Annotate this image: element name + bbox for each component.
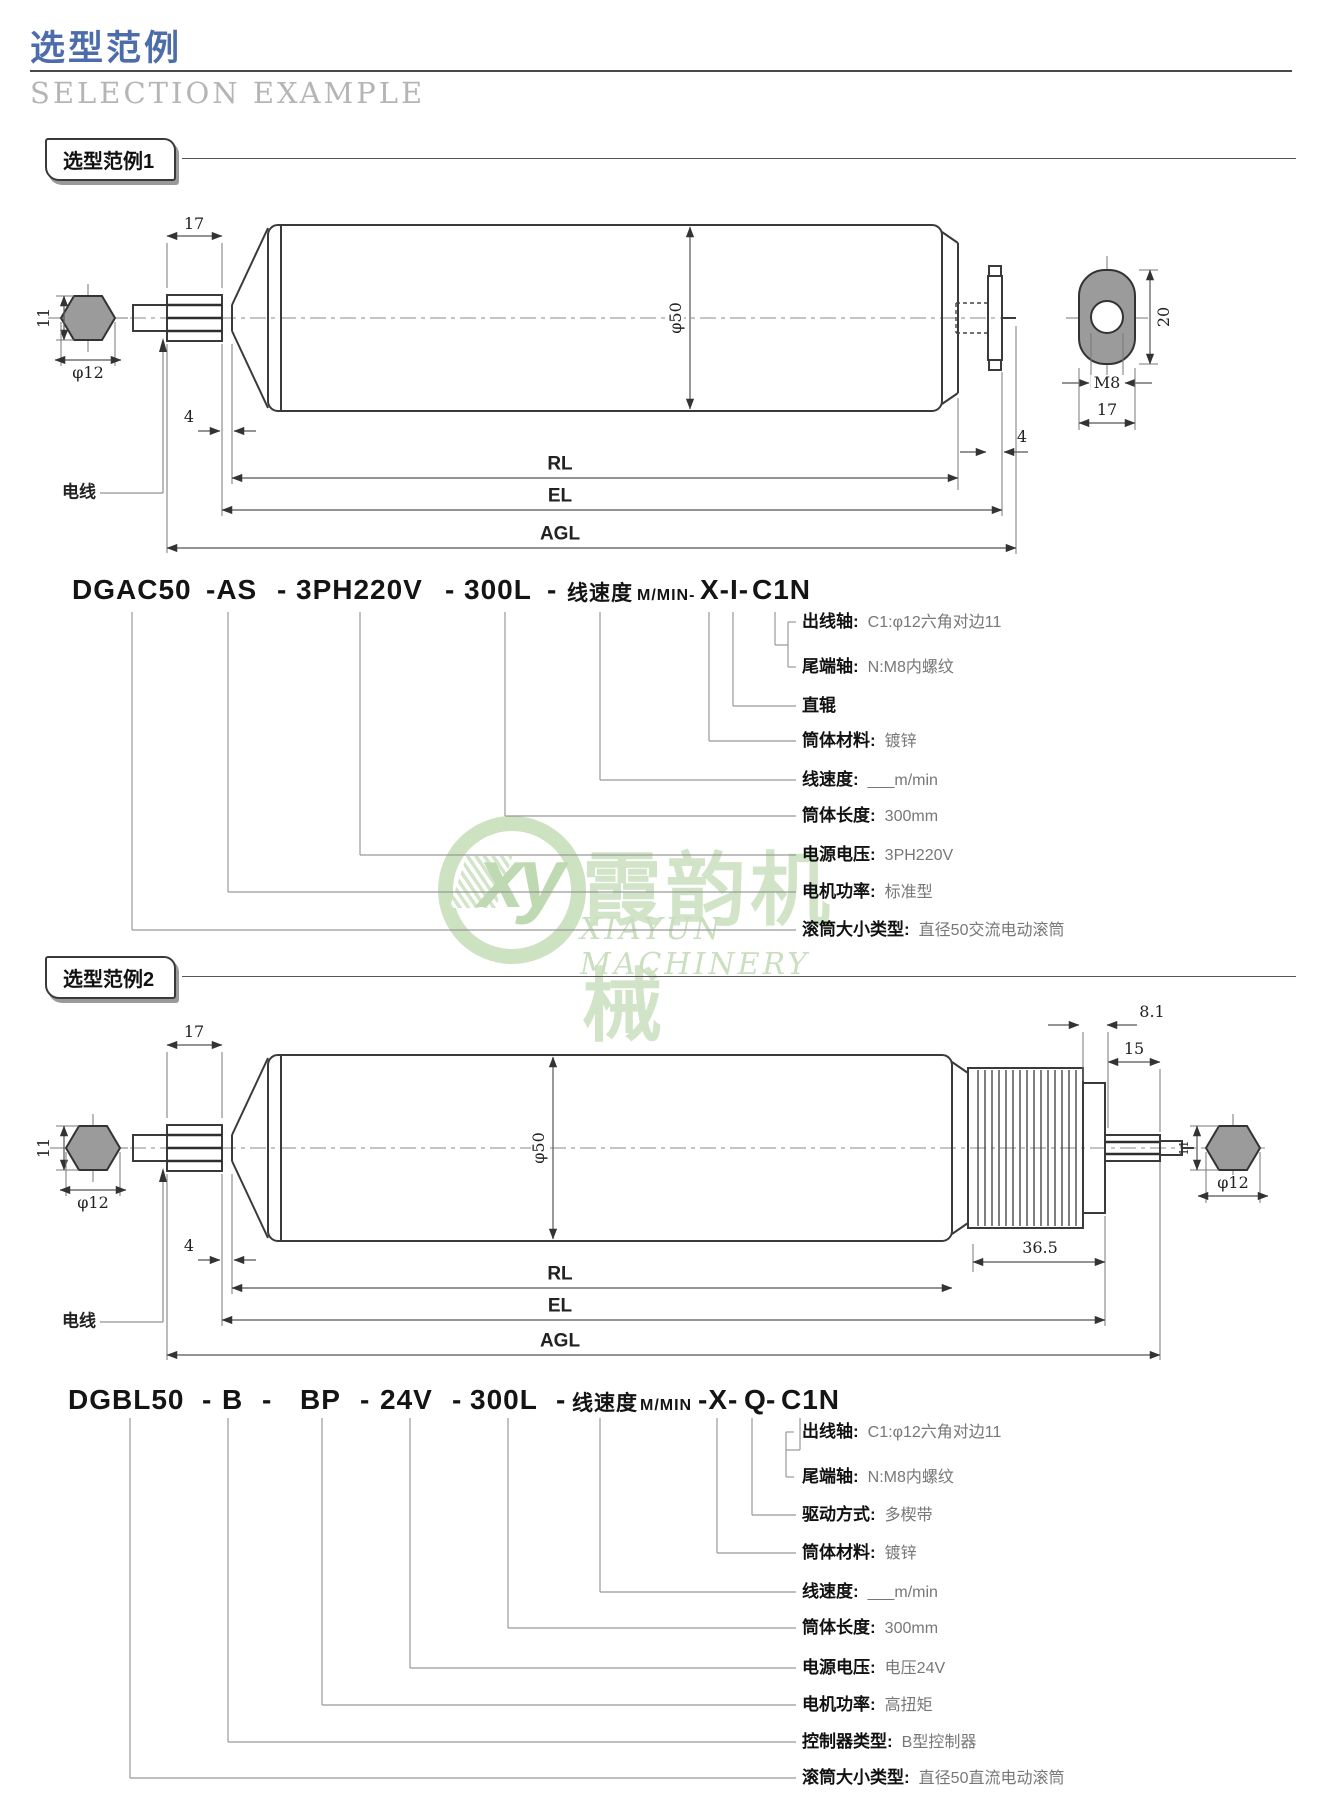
row-straight-roller-1: 直辊: [802, 696, 836, 715]
shaft-right-2: [1104, 1134, 1194, 1162]
dim-4-left-label-1: 4: [183, 407, 195, 426]
hex-end-view-left-1: [48, 284, 128, 352]
code2-dash3: -: [360, 1384, 371, 1415]
row-drive-mode-2: 驱动方式:多楔带: [802, 1505, 933, 1524]
code2-power: BP: [300, 1384, 341, 1415]
dim-4-left-label-2: 4: [183, 1236, 195, 1255]
row-tube-length-2: 筒体长度:300mm: [802, 1618, 939, 1637]
row-tail-axle-2: 尾端轴:N:M8内螺纹: [802, 1467, 954, 1486]
watermark-logo: xy: [478, 831, 565, 925]
dim-shaft17-label-1: 17: [183, 214, 205, 233]
dim-phi12-right-label-2: φ12: [1214, 1175, 1252, 1191]
code-tree-2: [129, 1418, 801, 1779]
code1-speed-unit: M/MIN-: [637, 587, 696, 604]
dim-phi50-label-1: φ50: [666, 299, 685, 337]
row-motor-power-2: 电机功率:高扭矩: [802, 1695, 933, 1714]
dim-hex11-label-2: 11: [34, 1137, 53, 1159]
cable-leader-1: [100, 338, 167, 494]
tab-example-1: 选型范例1: [45, 138, 177, 181]
cable-label-1: 电线: [62, 482, 96, 502]
cable-leader-2: [100, 1168, 167, 1323]
code1-power: -AS: [206, 574, 258, 605]
code2-drive: Q: [744, 1384, 767, 1415]
end-plate-1: [987, 265, 1016, 371]
dim-phi50-label-2: φ50: [529, 1129, 548, 1167]
code1-dash2: -: [445, 574, 456, 605]
page-subtitle: SELECTION EXAMPLE: [30, 76, 426, 110]
roller-drawing-2: [50, 1020, 1269, 1360]
code2-dash1: -: [202, 1384, 213, 1415]
cable-label-2: 电线: [62, 1311, 96, 1331]
code2-speed-cn: 线速度: [572, 1392, 638, 1415]
code2-dash6: -: [766, 1384, 777, 1415]
page-title: 选型范例: [30, 29, 183, 68]
dim-agl-label-1: AGL: [539, 523, 581, 545]
row-motor-power-1: 电机功率:标准型: [802, 882, 933, 901]
dim-4-right-label-1: 4: [1016, 427, 1028, 446]
dim-15-label-2: 15: [1123, 1039, 1145, 1058]
code2-controller: B: [222, 1384, 244, 1415]
shaft-left-2: [132, 1124, 223, 1172]
dim-el-label-1: EL: [547, 485, 573, 507]
code2-axle: C1N: [781, 1384, 841, 1415]
dim-el-label-2: EL: [547, 1295, 573, 1317]
row-roller-type-2: 滚筒大小类型:直径50直流电动滚筒: [802, 1768, 1065, 1787]
dim-shaft17-label-2: 17: [183, 1022, 205, 1041]
code2-size: DGBL50: [68, 1384, 185, 1415]
tab1-line: [182, 158, 1296, 159]
row-supply-voltage-2: 电源电压:电压24V: [802, 1658, 946, 1677]
code1-voltage: 3PH220V: [296, 574, 423, 605]
tab-example-2: 选型范例2: [45, 956, 177, 999]
shaft-left-1: [132, 294, 223, 342]
code1-xi: X-I-: [700, 574, 750, 605]
row-tube-material-1: 筒体材料:镀锌: [802, 731, 917, 750]
roller-tube-1: [231, 224, 959, 412]
code1-axle: C1N: [752, 574, 812, 605]
code1-dash3: -: [547, 574, 558, 605]
code2-speed-unit: M/MIN: [640, 1397, 693, 1414]
code2-length: 300L: [470, 1384, 538, 1415]
dim-phi12-label-2: φ12: [77, 1193, 109, 1212]
code2-x: -X-: [698, 1384, 739, 1415]
dim-rl-label-2: RL: [547, 1263, 573, 1285]
header-rule: [30, 70, 1292, 72]
dim-81-label-2: 8.1: [1139, 1002, 1165, 1021]
row-tail-axle-1: 尾端轴:N:M8内螺纹: [802, 657, 954, 676]
row-line-speed-2: 线速度:___m/min: [802, 1582, 938, 1601]
dim-hex11-label-1: 11: [34, 307, 53, 329]
dim-phi12-label-1: φ12: [72, 363, 104, 382]
dim-17b-label-1: 17: [1093, 402, 1121, 418]
code1-length: 300L: [464, 574, 532, 605]
row-outlet-axle-2: 出线轴:C1:φ12六角对边11: [802, 1422, 1002, 1441]
code-tree-1: [131, 612, 796, 931]
code1-size: DGAC50: [72, 574, 192, 605]
tab2-line: [182, 976, 1296, 977]
code1-speed-cn: 线速度: [567, 582, 633, 605]
code1-dash1: -: [277, 574, 288, 605]
roller-drawing-1: [48, 224, 1158, 554]
hex-end-view-left-2: [50, 1114, 128, 1182]
roller-tube-2: [231, 1054, 969, 1242]
code2-dash2: -: [262, 1384, 273, 1415]
dim-agl-label-2: AGL: [539, 1330, 581, 1352]
end-view-right-1: [1066, 256, 1148, 378]
row-line-speed-1: 线速度:___m/min: [802, 770, 938, 789]
dim-rl-label-1: RL: [547, 453, 573, 475]
dim-m8-label-1: M8: [1090, 375, 1124, 391]
code2-dash5: -: [556, 1384, 567, 1415]
dim-365-label-2: 36.5: [1022, 1238, 1058, 1257]
dim-20-label-1: 20: [1154, 306, 1173, 328]
row-tube-material-2: 筒体材料:镀锌: [802, 1543, 917, 1562]
row-controller-type-2: 控制器类型:B型控制器: [802, 1732, 977, 1751]
dim-hex11-right-label-2: 11: [1177, 1140, 1191, 1156]
thread-end-1: [955, 302, 988, 334]
row-roller-type-1: 滚筒大小类型:直径50交流电动滚筒: [802, 920, 1065, 939]
row-outlet-axle-1: 出线轴:C1:φ12六角对边11: [802, 612, 1002, 631]
hex-end-view-right-2: [1204, 1114, 1262, 1182]
row-supply-voltage-1: 电源电压:3PH220V: [802, 845, 954, 864]
code2-dash4: -: [452, 1384, 463, 1415]
code2-voltage: 24V: [380, 1384, 433, 1415]
row-tube-length-1: 筒体长度:300mm: [802, 806, 939, 825]
